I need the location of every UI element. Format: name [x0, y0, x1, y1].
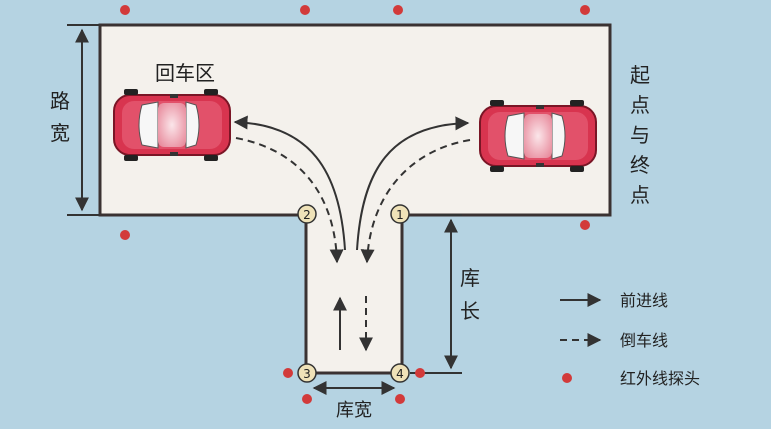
start-end-label-4: 终: [630, 153, 650, 177]
forward-path-right: [356, 116, 470, 251]
corner-marker-4-text: 4: [396, 367, 404, 381]
legend-sensor-label: 红外线探头: [620, 369, 700, 388]
sensor-top-4: [580, 5, 590, 15]
road-width-dimension: [67, 24, 100, 216]
legend-reverse-label: 倒车线: [620, 331, 668, 350]
sensor-bay-right: [415, 368, 425, 378]
corner-marker-1-text: 1: [396, 208, 404, 222]
sensor-bay-bottom-left: [302, 394, 312, 404]
sensor-top-1: [120, 5, 130, 15]
forward-path-left: [233, 115, 346, 251]
start-end-label-1: 起: [630, 63, 650, 87]
reverse-path-left: [235, 137, 344, 264]
bay-length-label-2: 长: [460, 299, 480, 323]
sensor-top-2: [300, 5, 310, 15]
bay-width-label: 库宽: [336, 400, 372, 421]
path-lines: [233, 115, 471, 352]
start-end-label-5: 点: [630, 183, 650, 207]
legend-forward-label: 前进线: [620, 291, 668, 310]
start-end-label-2: 点: [630, 93, 650, 117]
corner-marker-3-text: 3: [303, 367, 311, 381]
corner-marker-2: 2: [297, 204, 317, 224]
sensor-bay-bottom-right: [395, 394, 405, 404]
start-end-label-3: 与: [630, 123, 650, 147]
legend-red-dot-icon: [562, 373, 572, 383]
corner-marker-4: 4: [390, 363, 410, 383]
bay-length-label-1: 库: [460, 266, 480, 290]
sensor-bay-left: [283, 368, 293, 378]
turnaround-area-label: 回车区: [155, 61, 215, 85]
bay-length-dimension: [410, 214, 462, 374]
legend: 前进线 倒车线 红外线探头: [560, 291, 700, 388]
corner-marker-2-text: 2: [303, 208, 311, 222]
road-width-label-1: 路: [50, 89, 70, 113]
corner-marker-3: 3: [297, 363, 317, 383]
infrared-sensors: [120, 5, 590, 404]
sensor-top-3: [393, 5, 403, 15]
road-width-label-2: 宽: [50, 121, 70, 145]
corner-marker-1: 1: [390, 204, 410, 224]
sensor-left-bottom: [120, 230, 130, 240]
sensor-right-bottom: [580, 220, 590, 230]
car-turnaround: [113, 88, 231, 162]
reverse-path-right: [360, 139, 471, 264]
car-start: [479, 99, 597, 173]
